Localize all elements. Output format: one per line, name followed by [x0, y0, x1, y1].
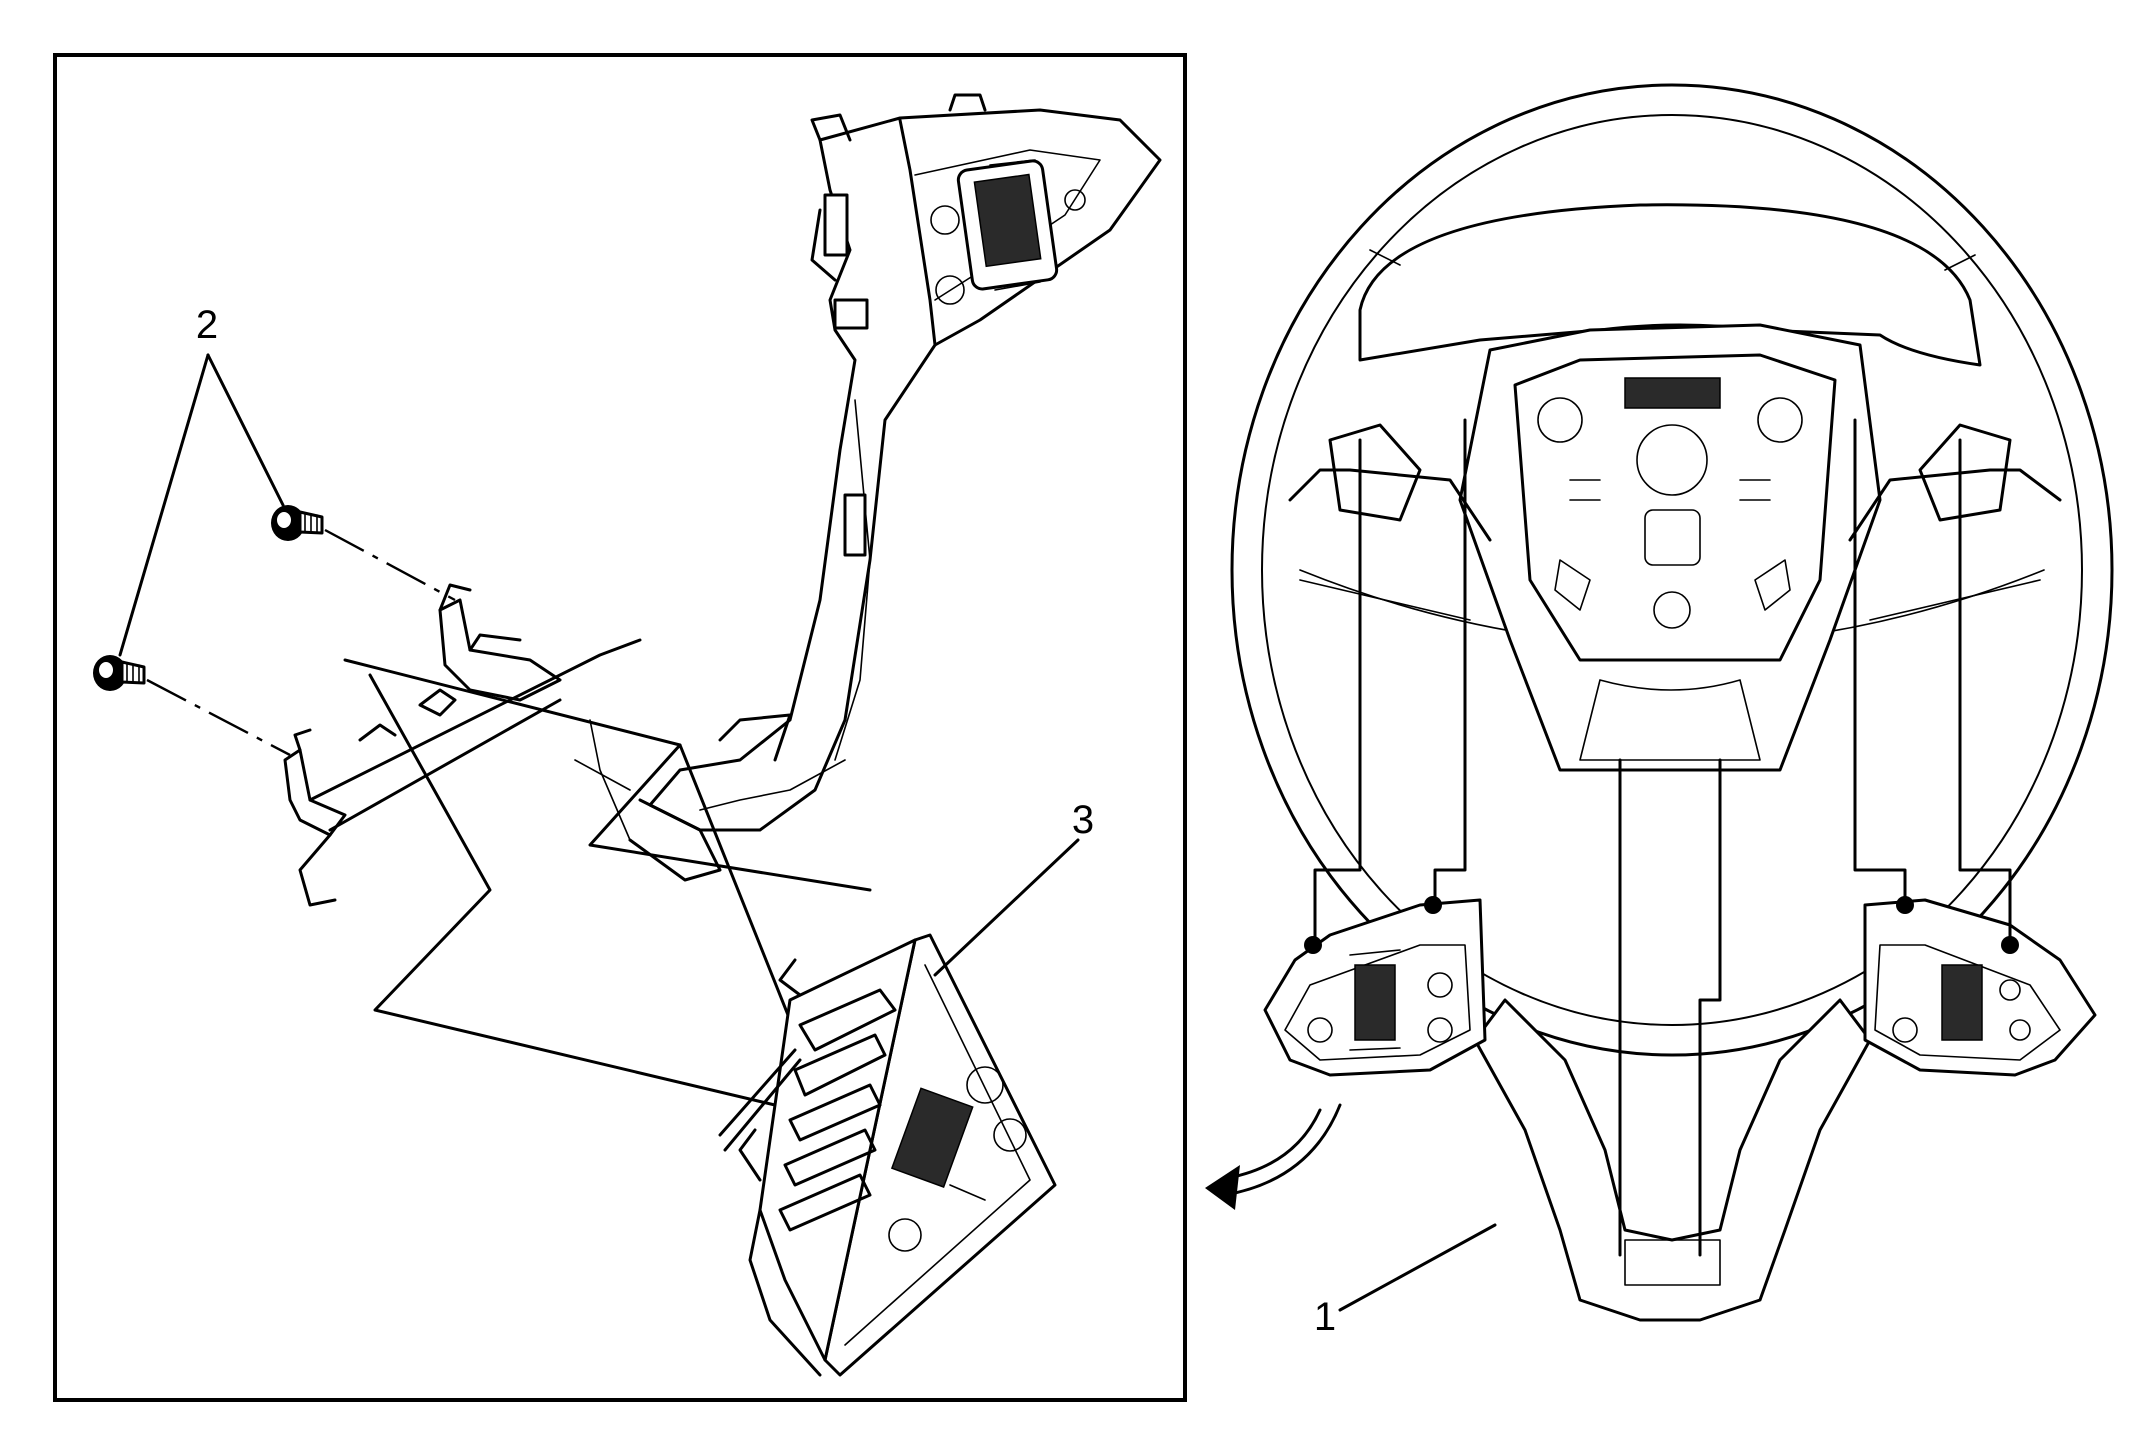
bolt-upper — [271, 505, 324, 541]
bezel-switch-buttons — [930, 159, 1086, 305]
callout-2: 2 — [196, 303, 218, 347]
left-switch-pod — [1263, 896, 1487, 1077]
wheel-lower-spoke — [1473, 998, 1872, 1322]
detail-panel: 2 3 — [53, 53, 1187, 1402]
leader-line-2b — [118, 353, 210, 657]
removal-arrow — [1205, 1103, 1342, 1210]
wheel-upper-opening — [1358, 203, 1982, 367]
wheel-rim-inner — [1261, 114, 2083, 1026]
right-switch-pod — [1863, 896, 2097, 1077]
steering-wheel: 1 — [1205, 83, 2114, 1339]
leader-line-3 — [933, 838, 1080, 977]
switch-assembly — [718, 933, 1057, 1377]
alignment-lines — [1313, 418, 2012, 1257]
leader-line-2a — [206, 353, 285, 507]
callout-3: 3 — [1072, 798, 1094, 842]
switch-bezel — [574, 93, 1162, 882]
wheel-rim-outer — [1230, 83, 2114, 1057]
leader-line-1 — [1338, 1223, 1497, 1312]
callout-1: 1 — [1314, 1295, 1336, 1339]
detail-outline-region — [343, 658, 882, 1132]
bolts — [93, 505, 456, 757]
detail-panel-border — [53, 53, 1187, 1402]
mounting-bracket — [283, 583, 642, 907]
bolt-lower — [93, 655, 146, 691]
